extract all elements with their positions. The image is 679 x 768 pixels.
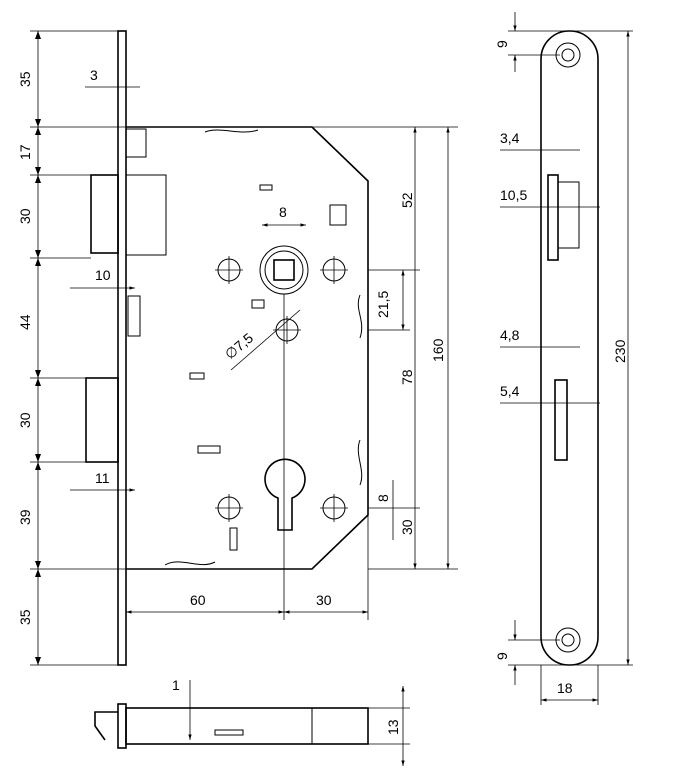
dim-bottom-1: 1 [172,677,180,693]
dim-side-18: 18 [557,680,573,696]
dim-left-35-top: 35 [17,71,33,87]
dim-side-9-top: 9 [494,40,510,48]
slot [189,372,205,380]
dim-side-3-4: 3,4 [500,130,520,146]
dim-left-44: 44 [17,314,33,330]
dim-side-4-8: 4,8 [500,327,520,343]
dim-dia-7-5: ∅7,5 [222,330,257,363]
dim-bottom-13: 13 [385,719,401,735]
dim-30-right: 30 [399,519,415,535]
spring [204,129,259,133]
slot [259,184,273,191]
dim-left-30-mid: 30 [17,412,33,428]
slot [229,527,238,551]
dim-latch-10: 10 [95,267,111,283]
dim-21-5: 21,5 [375,291,391,318]
bottom-faceplate [117,703,127,749]
dim-left-17: 17 [17,144,33,160]
latch-opening [547,174,559,261]
bottom-view: 1 13 [94,677,410,766]
dim-left-35-bottom: 35 [17,609,33,625]
lock-body [126,126,369,570]
spindle-hub-inner [264,250,304,290]
keyhole [264,458,306,531]
dim-spindle-8: 8 [279,204,287,220]
dim-left-39: 39 [17,509,33,525]
bolt-opening [554,379,568,461]
bottom-body [125,707,369,745]
slot [251,299,265,309]
dim-52: 52 [399,192,415,208]
dead-bolt [85,377,119,463]
spring [164,561,216,566]
dim-side-5-4: 5,4 [500,383,520,399]
dim-bolt-11: 11 [95,470,110,486]
spindle-hub [259,245,309,295]
spring [357,294,363,339]
faceplate-side [540,30,599,666]
latch-inner [125,174,167,256]
latch-bolt [90,174,119,254]
latch-frame [557,181,580,249]
dim-160: 160 [430,338,446,362]
dim-78: 78 [399,369,415,385]
dim-side-10-5: 10,5 [500,187,527,203]
side-view: 9 3,4 10,5 4,8 5,4 230 9 18 [494,12,633,705]
spindle-square [273,259,295,281]
spring [357,439,363,486]
dim-8-key: 8 [375,494,391,502]
front-view: 35 3 17 30 10 44 30 11 39 35 8 52 21,5 7… [17,30,458,666]
dim-left-30-top: 30 [17,208,33,224]
dim-plate-3: 3 [90,67,98,83]
faceplate [117,30,127,666]
small-lever [127,295,141,337]
dim-side-230: 230 [612,339,628,363]
slot [197,445,221,454]
dim-bottom-30: 30 [316,592,332,608]
latch-follower [125,128,147,158]
dim-side-9-bottom: 9 [494,652,510,660]
slot [329,204,347,226]
dim-backset-60: 60 [190,592,206,608]
